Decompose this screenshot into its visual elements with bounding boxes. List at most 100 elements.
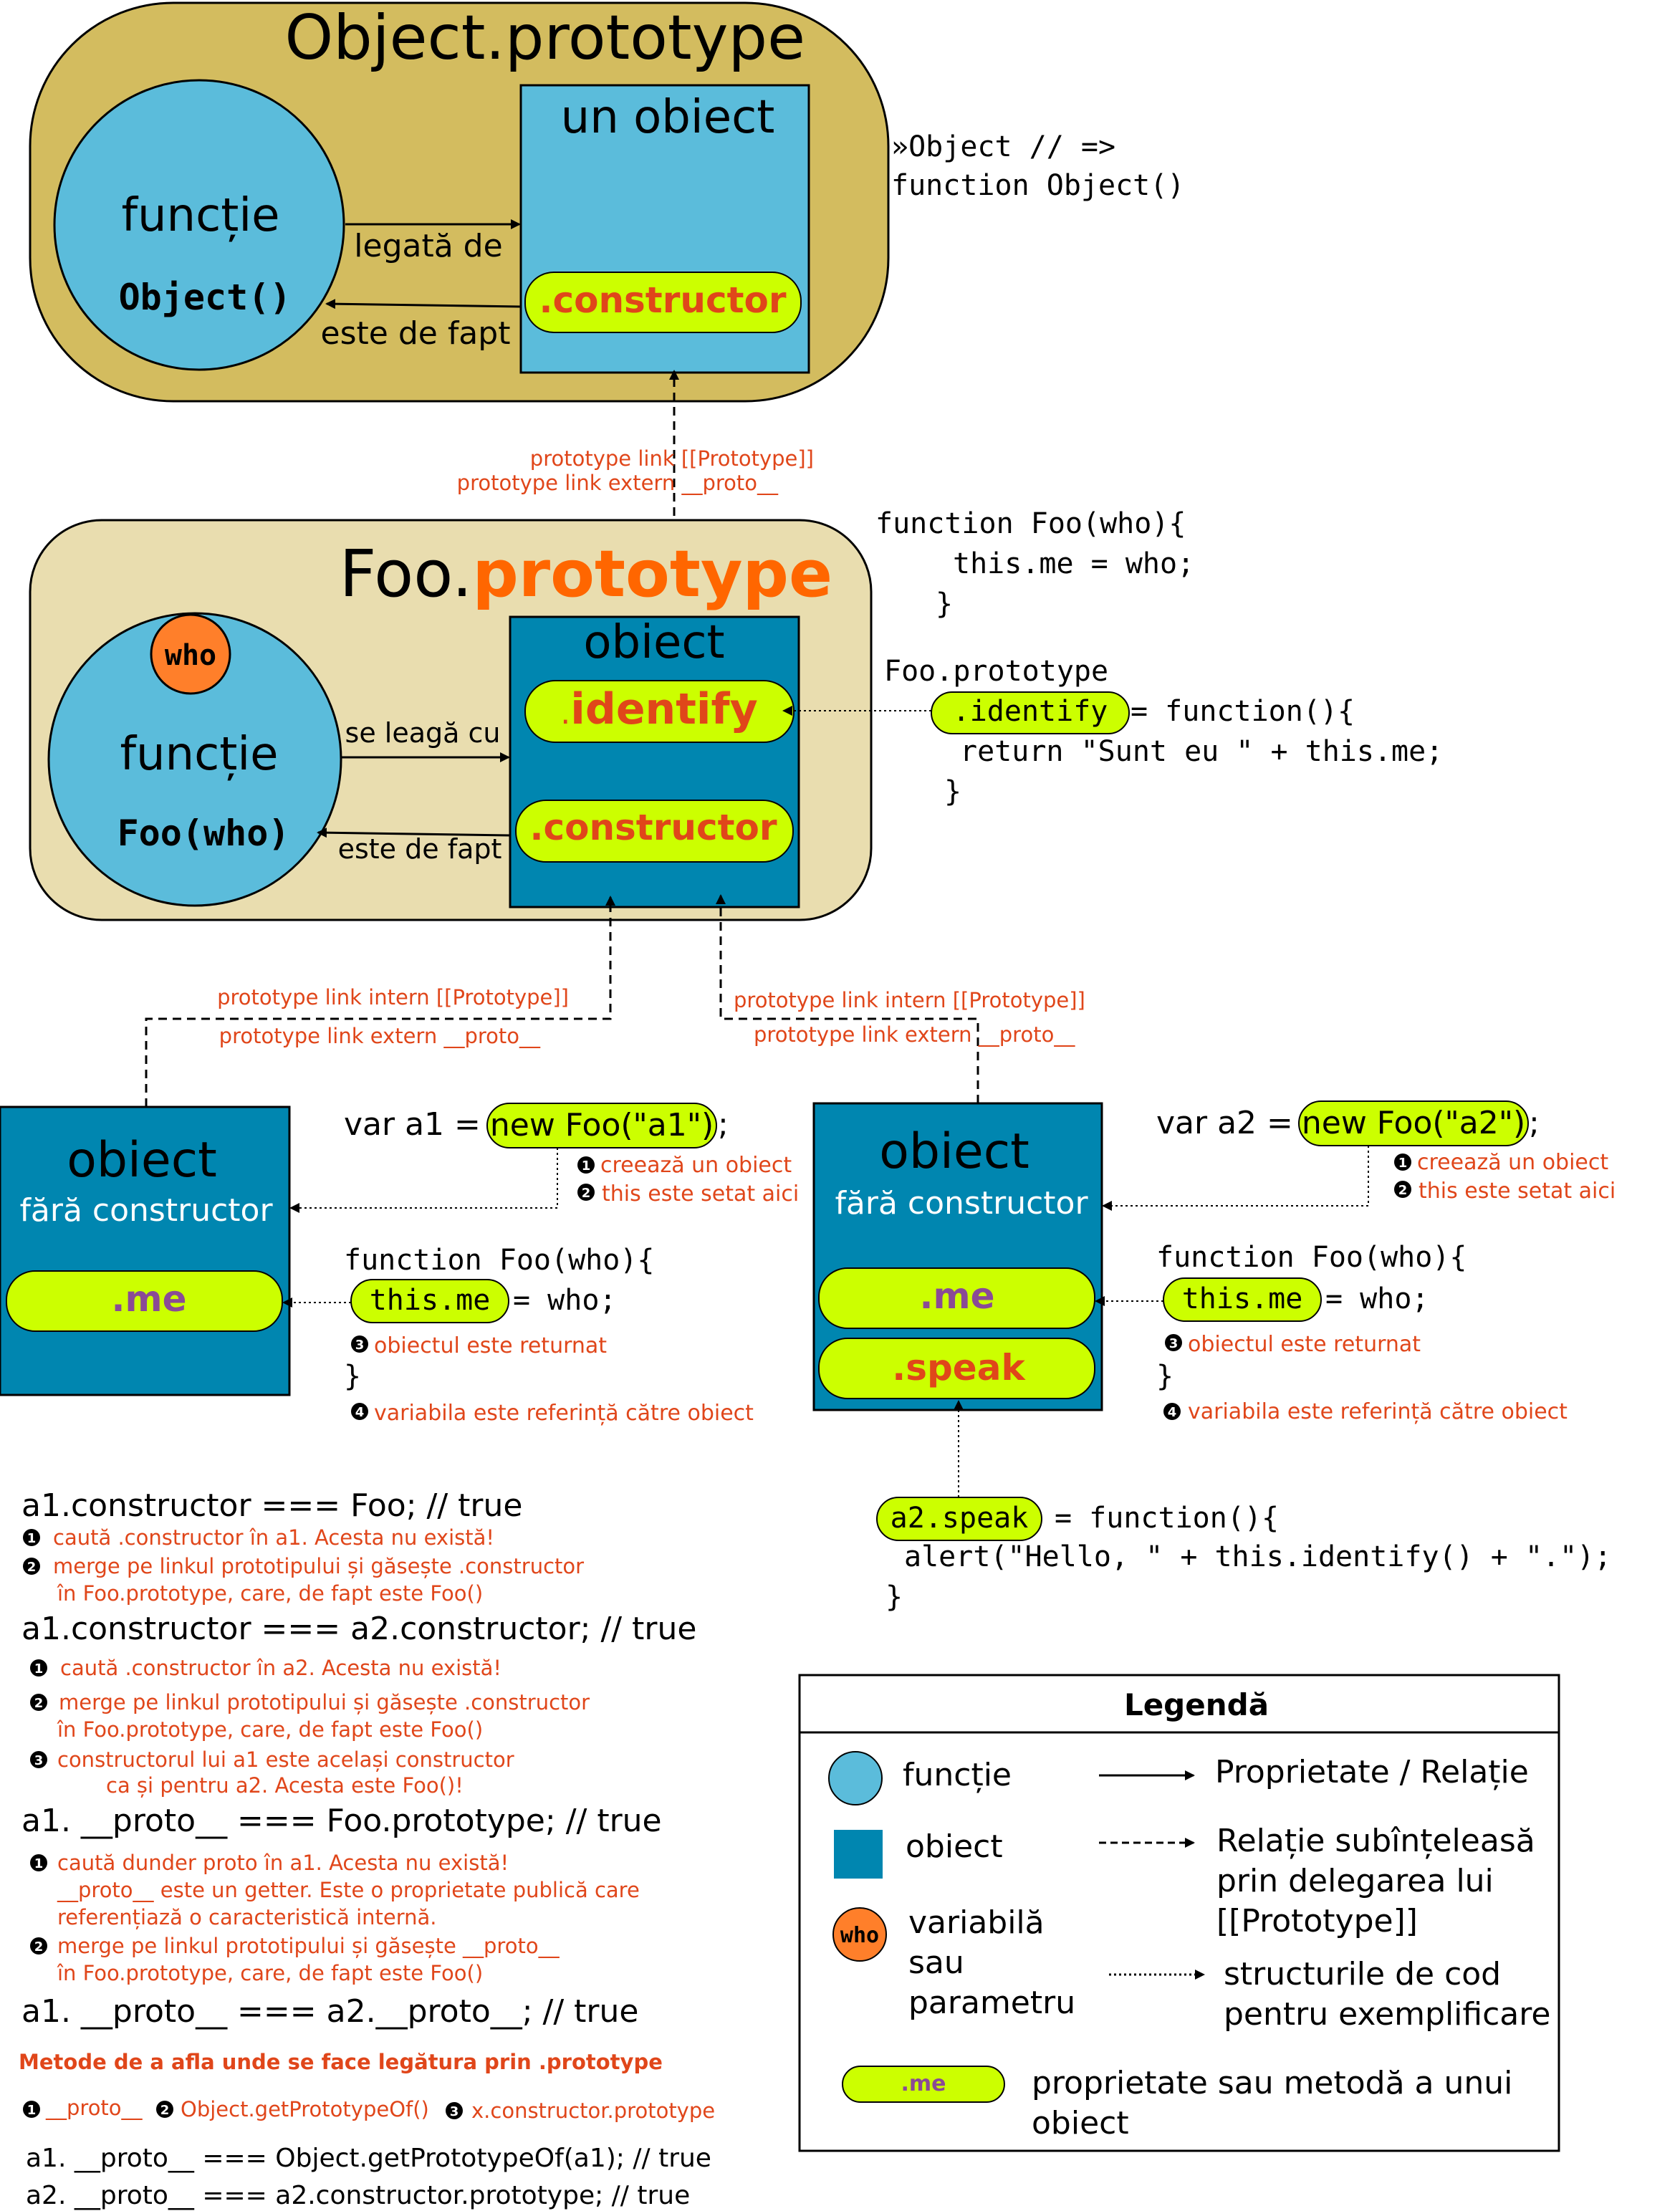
stmt-1-note-2a: merge pe linkul prototipului și găsește … (53, 1554, 584, 1578)
a1-badge-4-label: 4 (355, 1405, 365, 1420)
method-badge-3-label: 3 (450, 2104, 459, 2119)
a2-speak-code-chip-label: a2.speak (891, 1502, 1029, 1535)
object-constructor-label: .constructor (539, 279, 786, 321)
a1-new-pointer (289, 1148, 558, 1213)
stmt-1-note-1: caută .constructor în a1. Acesta nu exis… (53, 1525, 494, 1550)
method-badge-2 (156, 2101, 173, 2118)
a1-object-sub: fără constructor (19, 1192, 273, 1229)
a1-group: obiect fără constructor .me var a1 = new… (0, 1103, 799, 1426)
a1-code-3: } (344, 1360, 361, 1393)
console-line-2: function Object() (891, 169, 1184, 202)
a2-badge-1-label: 1 (1398, 1156, 1408, 1171)
foo-code-line-7: } (944, 775, 961, 808)
stmt-2-badge-3 (30, 1751, 47, 1768)
a2-speak-code-3: } (885, 1581, 903, 1613)
link-a1-to-foo (145, 896, 615, 1107)
a2-new-chip-label: new Foo("a2") (1302, 1105, 1525, 1141)
foo-title-plain: Foo. (340, 537, 473, 612)
a2-code-3: } (1156, 1360, 1173, 1393)
stmt-2: a1.constructor === a2.constructor; // tr… (21, 1611, 696, 1647)
method-2: Object.getPrototypeOf() (181, 2097, 429, 2121)
object-prototype-group: Object.prototype funcție Object() un obi… (29, 1, 890, 403)
stmt-1-badge-2-label: 2 (27, 1560, 37, 1575)
a2-code-1: function Foo(who){ (1156, 1241, 1467, 1274)
a2-this-chip-label: this.me (1182, 1282, 1303, 1315)
stmt-1-note-2b: în Foo.prototype, care, de fapt este Foo… (57, 1581, 483, 1606)
method-badge-1 (23, 2101, 40, 2118)
foo-function-name: Foo(who) (117, 812, 290, 854)
legend-title: Legendă (1124, 1687, 1269, 1722)
legend-variable-who: who (840, 1923, 879, 1948)
a1-badge-4 (351, 1403, 368, 1420)
a2-badge-4-label: 4 (1168, 1405, 1177, 1420)
object-function-name: Object() (119, 277, 292, 318)
foo-code-line-5: = function(){ (1131, 695, 1355, 728)
a2-speak-code-1: = function(){ (1055, 1502, 1279, 1535)
legend-variable-swatch (832, 1907, 887, 1962)
a1-object-box (0, 1106, 291, 1396)
stmt-2-badge-2 (30, 1694, 47, 1711)
stmt-3-badge-1-label: 1 (34, 1856, 44, 1871)
stmt-1: a1.constructor === Foo; // true (21, 1487, 522, 1524)
legend-dotted-l2: pentru exemplificare (1224, 1996, 1550, 2033)
a2-note-3: obiectul este returnat (1188, 1332, 1421, 1357)
identify-code-chip-label: .identify (953, 695, 1108, 728)
object-box-label: un obiect (561, 91, 775, 144)
method-1: __proto__ (45, 2096, 143, 2120)
stmt-1-badge-1-label: 1 (27, 1531, 37, 1546)
link-right-label-1: prototype link intern [[Prototype]] (734, 988, 1085, 1012)
object-arrow-isactually-label: este de fapt (321, 315, 511, 352)
legend-dotted-l1: structurile de cod (1224, 1956, 1501, 1992)
object-arrow-isactually (325, 299, 522, 310)
legend-prop-l1: proprietate sau metodă a unui (1032, 2065, 1512, 2101)
a1-me-label: .me (111, 1278, 186, 1320)
legend: Legendă funcție obiect who variabilă sau… (798, 1674, 1560, 2152)
a1-badge-1 (577, 1156, 595, 1174)
object-arrow-linked-label: legată de (354, 228, 502, 264)
link-left-label-2: prototype link extern __proto__ (219, 1024, 541, 1048)
object-prototype-title: Object.prototype (284, 2, 805, 74)
legend-solid-label: Proprietate / Relație (1215, 1754, 1529, 1790)
a2-me-label: .me (919, 1275, 994, 1317)
legend-me-chip (842, 2066, 1005, 2103)
a2-note-1: creează un obiect (1417, 1150, 1608, 1175)
foo-code-line-2: this.me = who; (953, 547, 1194, 580)
legend-variable-l3: parametru (908, 1985, 1075, 2021)
a2-speak-label: .speak (892, 1347, 1026, 1389)
legend-function-swatch (828, 1751, 883, 1805)
foo-code-line-1: function Foo(who){ (875, 507, 1186, 540)
a1-badge-2-label: 2 (582, 1186, 591, 1201)
a2-badge-3-label: 3 (1169, 1336, 1179, 1351)
legend-function-label: funcție (903, 1757, 1012, 1793)
foo-object-label: obiect (583, 616, 724, 669)
stmt-2-badge-2-label: 2 (34, 1696, 44, 1711)
foo-code-block: function Foo(who){ this.me = who; } Foo.… (782, 507, 1443, 808)
stmt-2-note-3b: ca și pentru a2. Acesta este Foo()! (106, 1773, 464, 1798)
methods-title: Metode de a afla unde se face legătura p… (19, 2050, 663, 2074)
a2-semicolon: ; (1529, 1105, 1540, 1141)
method-badge-2-label: 2 (160, 2103, 170, 2118)
a2-object-label: obiect (879, 1123, 1029, 1180)
stmt-1-badge-2 (23, 1558, 40, 1575)
who-parameter-label: who (165, 639, 216, 672)
stmt-2-note-2b: în Foo.prototype, care, de fapt este Foo… (57, 1717, 483, 1742)
foo-arrow-links-label: se leagă cu (345, 717, 501, 749)
stmt-1-badge-1 (23, 1529, 40, 1546)
a1-object-label: obiect (67, 1132, 217, 1189)
stmt-3-badge-1 (30, 1854, 47, 1871)
a2-new-chip (1298, 1100, 1529, 1146)
a2-var-prefix: var a2 = (1156, 1105, 1293, 1141)
stmt-3-note-2b: în Foo.prototype, care, de fapt este Foo… (57, 1961, 483, 1985)
foo-arrow-isactually-label: este de fapt (338, 833, 502, 865)
legend-variable-l2: sau (908, 1944, 964, 1981)
stmt-3-note-1b: __proto__ este un getter. Este o proprie… (57, 1878, 640, 1902)
foo-constructor-label: .constructor (529, 807, 777, 848)
identify-label: .identify (560, 684, 757, 734)
a1-this-chip-label: this.me (370, 1284, 491, 1317)
foo-arrow-isactually (317, 828, 511, 838)
a1-badge-1-label: 1 (582, 1159, 591, 1174)
legend-object-swatch (834, 1830, 883, 1879)
a1-note-4: variabila este referință către obiect (374, 1401, 754, 1426)
identify-name: identify (570, 684, 757, 734)
foo-title-accent: prototype (472, 537, 832, 612)
